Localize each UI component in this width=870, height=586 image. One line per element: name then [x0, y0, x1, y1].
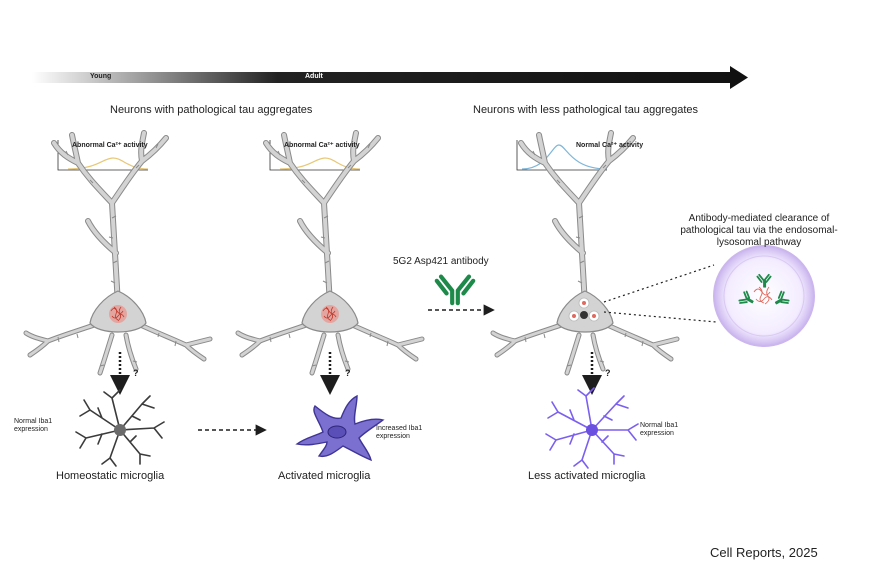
neuron-treated [493, 133, 677, 373]
lysosome-connector-lines [603, 264, 717, 323]
caption-less-activated-microglia: Less activated microglia [528, 470, 646, 482]
antibody-icon [434, 274, 476, 306]
question-mark-2: ? [345, 368, 351, 378]
heading-pathological-tau: Neurons with pathological tau aggregates [110, 104, 313, 116]
iba1-label-activated: Increased Iba1 expression [376, 425, 423, 440]
caption-activated-microglia: Activated microglia [278, 470, 371, 482]
neuron-tau-young [26, 133, 210, 373]
microglia-homeostatic-icon [75, 389, 165, 467]
antibody-label: 5G2 Asp421 antibody [393, 256, 489, 267]
microglia-activated-icon [295, 394, 385, 462]
iba1-label-homeostatic: Normal Iba1 expression [14, 418, 53, 433]
calcium-title-2: Abnormal Ca²⁺ activity [284, 142, 360, 149]
lysosome-icon [713, 245, 815, 347]
calcium-title-1: Abnormal Ca²⁺ activity [72, 142, 148, 149]
iba1-label-less-activated: Normal Iba1 expression [640, 422, 679, 437]
heading-less-pathological-tau: Neurons with less pathological tau aggre… [473, 104, 699, 116]
clearance-text: Antibody-mediated clearance of pathologi… [680, 213, 838, 248]
timeline-end-label: Adult [305, 73, 323, 80]
question-mark-1: ? [133, 368, 139, 378]
source-credit: Cell Reports, 2025 [710, 545, 818, 560]
calcium-title-3: Normal Ca²⁺ activity [576, 142, 644, 149]
caption-homeostatic-microglia: Homeostatic microglia [56, 470, 165, 482]
timeline-start-label: Young [90, 73, 112, 80]
question-mark-3: ? [605, 368, 611, 378]
neuron-tau-adult [238, 133, 422, 373]
timeline-arrow [32, 66, 748, 89]
microglia-less-activated-icon [545, 387, 639, 469]
